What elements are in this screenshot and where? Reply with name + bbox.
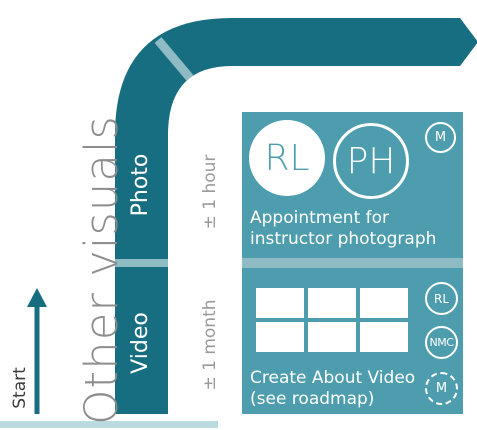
task-text-photo-line1: Appointment for: [250, 208, 390, 228]
person-badge-rl: RL: [249, 120, 325, 196]
video-thumb-3: [360, 288, 408, 318]
person-badge-nmc-text: NMC: [429, 336, 454, 349]
person-badge-m-text: M: [434, 130, 447, 145]
video-thumb-6: [360, 322, 408, 352]
person-badge-rl-small-text: RL: [433, 291, 450, 306]
duration-photo: ± 1 hour: [200, 154, 220, 230]
video-thumb-5: [308, 322, 356, 352]
person-badge-m-dashed: M: [425, 372, 458, 405]
start-arrow-head: [27, 288, 47, 307]
task-panel-photo: RL PH M Appointment for instructor photo…: [242, 112, 463, 258]
main-title: Other visuals: [75, 115, 128, 425]
task-text-video: Create About Video (see roadmap): [250, 368, 450, 410]
person-badge-rl-text: RL: [264, 137, 310, 179]
baseline: [0, 421, 218, 428]
task-panel-video: RL NMC M Create About Video (see roadmap…: [242, 268, 463, 414]
task-text-photo: Appointment for instructor photograph: [250, 208, 460, 250]
person-badge-m: M: [425, 122, 456, 153]
video-thumb-1: [256, 288, 304, 318]
task-text-photo-line2: instructor photograph: [250, 229, 437, 249]
stage-label-photo: Photo: [128, 153, 153, 217]
person-badge-ph: PH: [333, 123, 409, 199]
person-badge-ph-text: PH: [346, 140, 396, 182]
person-badge-rl-small: RL: [425, 282, 458, 315]
video-thumb-4: [256, 322, 304, 352]
task-text-video-line2: (see roadmap): [250, 389, 375, 409]
band-divider-curve: [154, 37, 194, 81]
person-badge-nmc: NMC: [425, 326, 458, 359]
panel-divider: [242, 258, 463, 268]
video-thumb-2: [308, 288, 356, 318]
start-label: Start: [10, 367, 30, 409]
person-badge-m-dashed-text: M: [435, 381, 448, 396]
stage-label-video: Video: [128, 312, 153, 374]
task-text-video-line1: Create About Video: [250, 368, 416, 388]
timeline-band-path: [115, 18, 477, 414]
duration-video: ± 1 month: [200, 299, 220, 391]
